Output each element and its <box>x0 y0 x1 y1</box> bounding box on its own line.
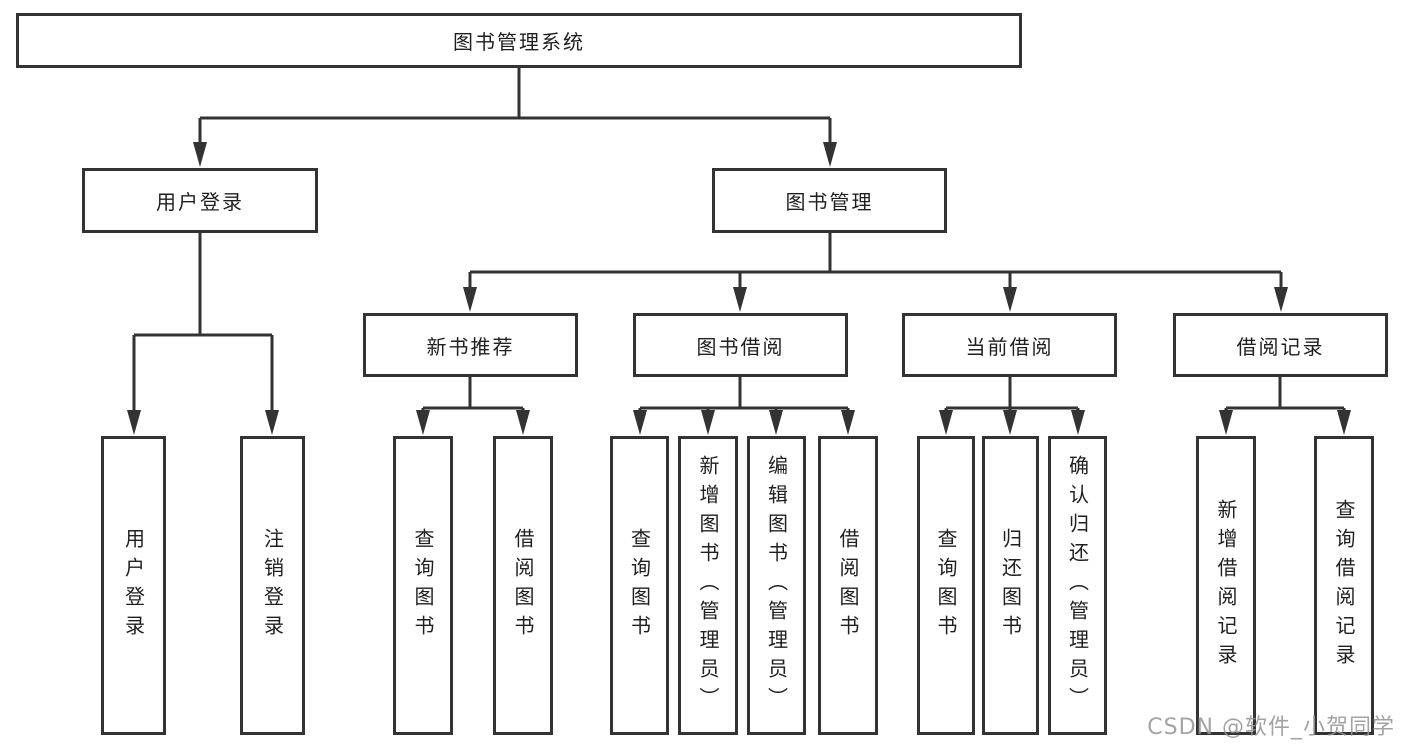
leaf-query-books-current: 查询图书 <box>917 436 975 735</box>
leaf-label: 编辑图书（管理员） <box>764 455 789 716</box>
leaf-label: 借阅图书 <box>836 527 860 644</box>
node-label: 借阅记录 <box>1236 334 1325 359</box>
leaf-borrow-books: 借阅图书 <box>818 436 878 735</box>
node-label: 新书推荐 <box>426 334 515 359</box>
leaf-label: 新增借阅记录 <box>1214 498 1238 673</box>
node-library-management-system: 图书管理系统 <box>16 13 1022 68</box>
node-book-borrowing: 图书借阅 <box>633 313 848 377</box>
leaf-add-books-admin: 新增图书（管理员） <box>678 436 738 735</box>
leaf-label: 查询图书 <box>934 527 958 644</box>
node-borrowing-records: 借阅记录 <box>1173 313 1388 377</box>
leaf-label: 查询图书 <box>411 527 435 644</box>
csdn-watermark: CSDN @软件_小贺同学 <box>1147 715 1395 740</box>
leaf-label: 新增图书（管理员） <box>696 455 720 716</box>
leaf-label: 借阅图书 <box>511 527 535 644</box>
leaf-confirm-return-admin: 确认归还（管理员） <box>1048 436 1107 735</box>
leaf-query-borrow-record: 查询借阅记录 <box>1314 436 1374 735</box>
leaf-label: 查询借阅记录 <box>1332 498 1356 673</box>
leaf-edit-books-admin: 编辑图书（管理员） <box>747 436 806 735</box>
node-label: 当前借阅 <box>965 334 1054 359</box>
node-label: 图书管理系统 <box>453 30 585 54</box>
leaf-label: 查询图书 <box>627 527 652 644</box>
node-new-book-recommendation: 新书推荐 <box>363 313 578 377</box>
node-book-management: 图书管理 <box>712 168 947 233</box>
leaf-label: 用户登录 <box>121 527 146 644</box>
leaf-logout: 注销登录 <box>240 436 305 735</box>
leaf-query-books-borrow: 查询图书 <box>610 436 669 735</box>
node-label: 图书管理 <box>785 190 874 214</box>
leaf-query-books-recommend: 查询图书 <box>393 436 453 735</box>
leaf-return-books: 归还图书 <box>982 436 1039 735</box>
node-label: 图书借阅 <box>696 334 785 359</box>
leaf-label: 确认归还（管理员） <box>1065 455 1090 716</box>
leaf-label: 归还图书 <box>998 527 1023 644</box>
leaf-user-login: 用户登录 <box>101 436 166 735</box>
node-user-login: 用户登录 <box>82 168 318 233</box>
node-label: 用户登录 <box>156 190 244 214</box>
leaf-borrow-books-recommend: 借阅图书 <box>493 436 553 735</box>
node-current-borrowing: 当前借阅 <box>902 313 1117 377</box>
leaf-add-borrow-record: 新增借阅记录 <box>1196 436 1256 735</box>
leaf-label: 注销登录 <box>260 527 285 644</box>
